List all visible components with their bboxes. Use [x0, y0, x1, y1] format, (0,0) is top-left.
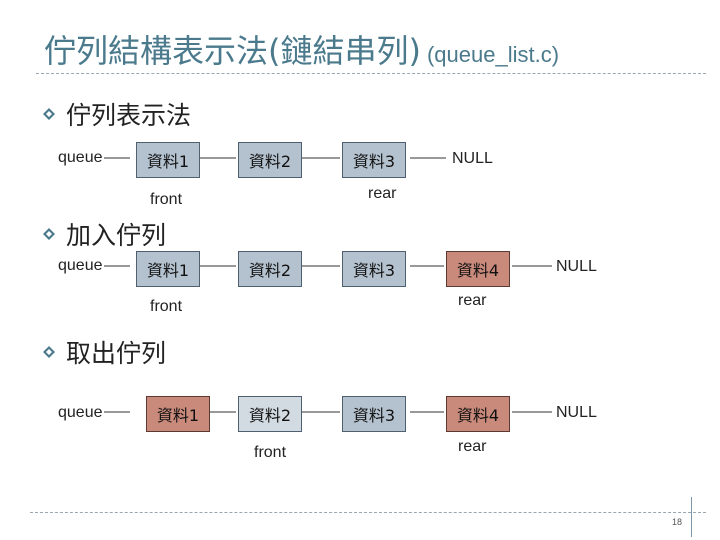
- front-label: front: [150, 191, 183, 208]
- queue-label: queue: [58, 257, 103, 274]
- rear-label: rear: [368, 185, 397, 202]
- section-heading-enqueue: 加入佇列: [42, 216, 166, 252]
- page-number-bar: [691, 497, 692, 537]
- footer-divider: [30, 512, 706, 513]
- front-label: front: [150, 298, 183, 315]
- queue-node: 資料3: [342, 142, 406, 178]
- page-number: 18: [672, 517, 683, 527]
- diamond-bullet-icon: [43, 108, 55, 120]
- title-subtitle: (queue_list.c): [426, 42, 560, 67]
- queue-node: 資料3: [342, 396, 406, 432]
- queue-node: 資料3: [342, 251, 406, 287]
- queue-label: queue: [58, 404, 103, 421]
- null-label: NULL: [556, 404, 597, 421]
- section-heading-dequeue: 取出佇列: [42, 334, 166, 370]
- queue-node-removed: 資料1: [146, 396, 210, 432]
- queue-node: 資料1: [136, 142, 200, 178]
- queue-node: 資料2: [238, 142, 302, 178]
- queue-node: 資料4: [446, 396, 510, 432]
- null-label: NULL: [556, 258, 597, 275]
- section-heading-text: 取出佇列: [66, 339, 167, 368]
- null-label: NULL: [452, 150, 493, 167]
- section-heading-queue-representation: 佇列表示法: [42, 96, 191, 132]
- section-heading-text: 佇列表示法: [66, 101, 192, 130]
- queue-node: 資料2: [238, 251, 302, 287]
- slide-title: 佇列結構表示法(鏈結串列)(queue_list.c): [44, 26, 559, 72]
- rear-label: rear: [458, 292, 487, 309]
- queue-label: queue: [58, 149, 103, 166]
- rear-label: rear: [458, 438, 487, 455]
- queue-node-new: 資料4: [446, 251, 510, 287]
- queue-node: 資料2: [238, 396, 302, 432]
- title-divider: [36, 73, 706, 74]
- section-heading-text: 加入佇列: [66, 221, 167, 250]
- queue-node: 資料1: [136, 251, 200, 287]
- diamond-bullet-icon: [43, 228, 55, 240]
- diamond-bullet-icon: [43, 346, 55, 358]
- title-main: 佇列結構表示法(鏈結串列): [44, 32, 421, 70]
- front-label: front: [254, 444, 287, 461]
